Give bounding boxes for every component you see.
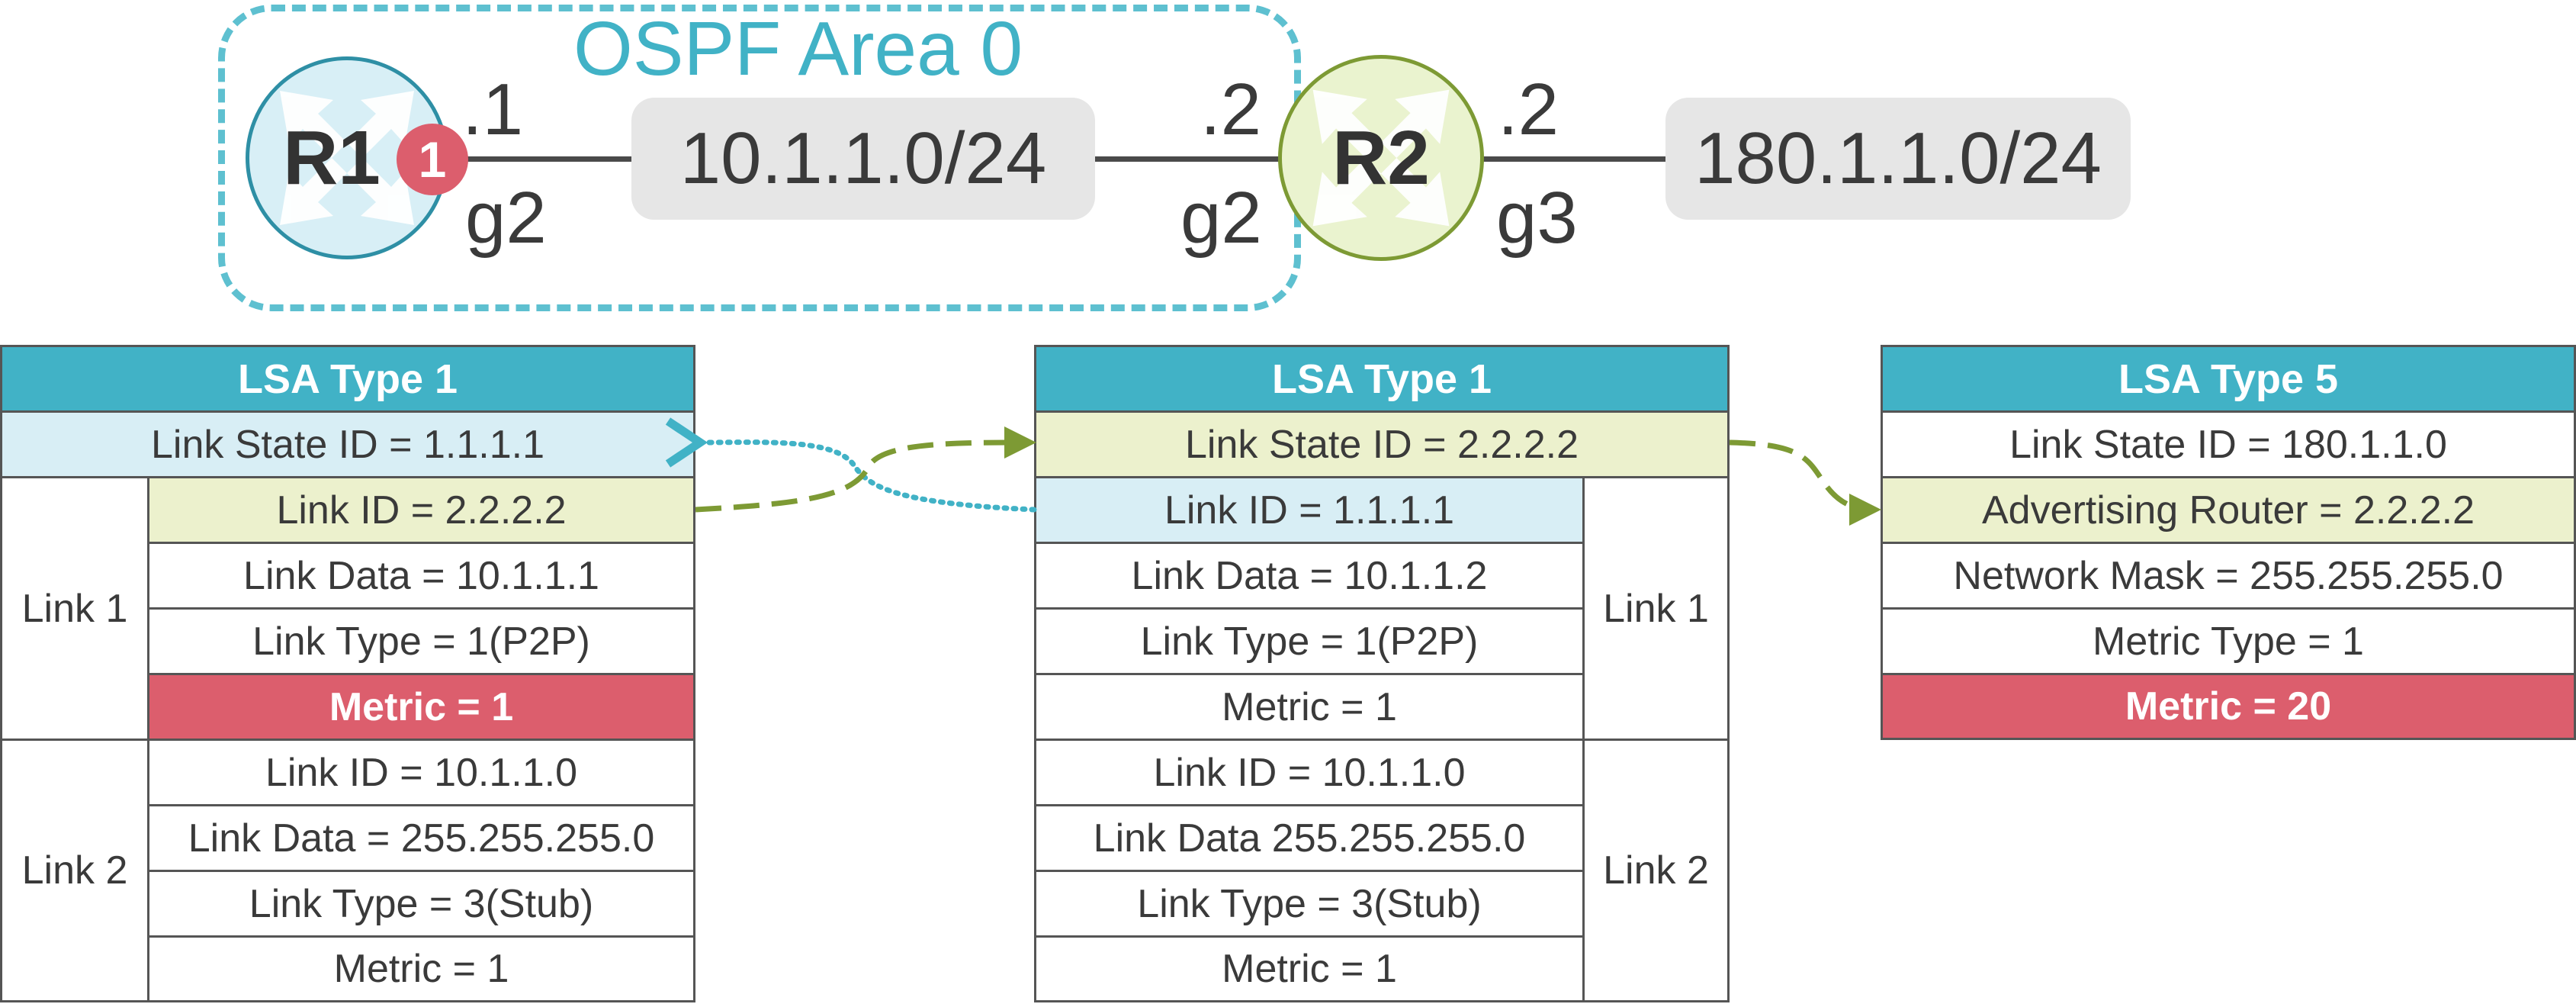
metric-type-row: Metric Type = 1 [1883, 610, 2574, 675]
link-data-row: Link Data 255.255.255.0 [1036, 806, 1582, 872]
router-r1-badge: 1 [397, 124, 468, 195]
subnet-180-1-1-0: 180.1.1.0/24 [1665, 98, 2131, 220]
lsa-header: LSA Type 5 [1883, 347, 2574, 413]
link-state-id-row: Link State ID = 180.1.1.0 [1883, 413, 2574, 478]
link-type-row: Link Type = 3(Stub) [1036, 872, 1582, 938]
router-r2-name: R2 [1332, 114, 1430, 201]
metric-row: Metric = 1 [1036, 938, 1582, 1000]
link-1-label: Link 1 [1585, 478, 1727, 741]
router-r1-name: R1 [283, 114, 381, 201]
r2-right-interface-name: g3 [1496, 177, 1578, 259]
link-id-row: Link ID = 1.1.1.1 [1036, 478, 1582, 544]
link-r2-subnet2 [1481, 156, 1667, 162]
link-r1-subnet1 [448, 156, 631, 162]
column-divider [147, 478, 149, 1002]
subnet-10-1-1-0: 10.1.1.0/24 [631, 98, 1095, 220]
lsa-table-type5: LSA Type 5 Link State ID = 180.1.1.0 Adv… [1881, 345, 2576, 740]
link-type-row: Link Type = 3(Stub) [149, 872, 693, 938]
link-2-label: Link 2 [2, 741, 147, 1000]
r2-right-interface-address: .2 [1498, 69, 1559, 150]
column-divider [1582, 478, 1585, 1002]
network-mask-row: Network Mask = 255.255.255.0 [1883, 544, 2574, 610]
link-id-row: Link ID = 2.2.2.2 [149, 478, 693, 544]
link-data-row: Link Data = 255.255.255.0 [149, 806, 693, 872]
arrow-r1-link-to-r2-lsid [695, 426, 1036, 513]
link-id-row: Link ID = 10.1.1.0 [149, 741, 693, 806]
lsa-header: LSA Type 1 [2, 347, 693, 413]
link-1-label: Link 1 [2, 478, 147, 741]
router-r2[interactable]: R2 [1278, 55, 1484, 261]
link-data-row: Link Data = 10.1.1.2 [1036, 544, 1582, 610]
link-subnet1-r2 [1095, 156, 1281, 162]
ospf-area-label: OSPF Area 0 [573, 6, 1023, 92]
metric-row-highlight: Metric = 1 [149, 675, 693, 741]
link-2-label: Link 2 [1585, 741, 1727, 1000]
link-data-row: Link Data = 10.1.1.1 [149, 544, 693, 610]
lsa-table-r1: LSA Type 1 Link State ID = 1.1.1.1 Link … [0, 345, 695, 1002]
arrow-r2-link-to-r1-lsid [665, 417, 1037, 513]
r1-interface-address: .1 [462, 69, 524, 150]
r2-left-interface-address: .2 [1200, 69, 1262, 150]
link-type-row: Link Type = 1(P2P) [1036, 610, 1582, 675]
router-arrows-icon [1312, 89, 1450, 227]
metric-row: Metric = 1 [149, 938, 693, 1000]
r2-left-interface-name: g2 [1180, 177, 1262, 259]
link-id-row: Link ID = 10.1.1.0 [1036, 741, 1582, 806]
link-type-row: Link Type = 1(P2P) [149, 610, 693, 675]
router-arrows-icon [280, 91, 414, 225]
metric-row: Metric = 1 [1036, 675, 1582, 741]
link-state-id-row: Link State ID = 1.1.1.1 [2, 413, 693, 478]
r1-interface-name: g2 [465, 177, 547, 259]
advertising-router-row: Advertising Router = 2.2.2.2 [1883, 478, 2574, 544]
link-state-id-row: Link State ID = 2.2.2.2 [1036, 413, 1727, 478]
lsa-header: LSA Type 1 [1036, 347, 1727, 413]
arrow-r2-lsid-to-advertising-router [1729, 439, 1881, 526]
metric-row-highlight: Metric = 20 [1883, 675, 2574, 738]
lsa-table-r2: LSA Type 1 Link State ID = 2.2.2.2 Link … [1034, 345, 1730, 1002]
